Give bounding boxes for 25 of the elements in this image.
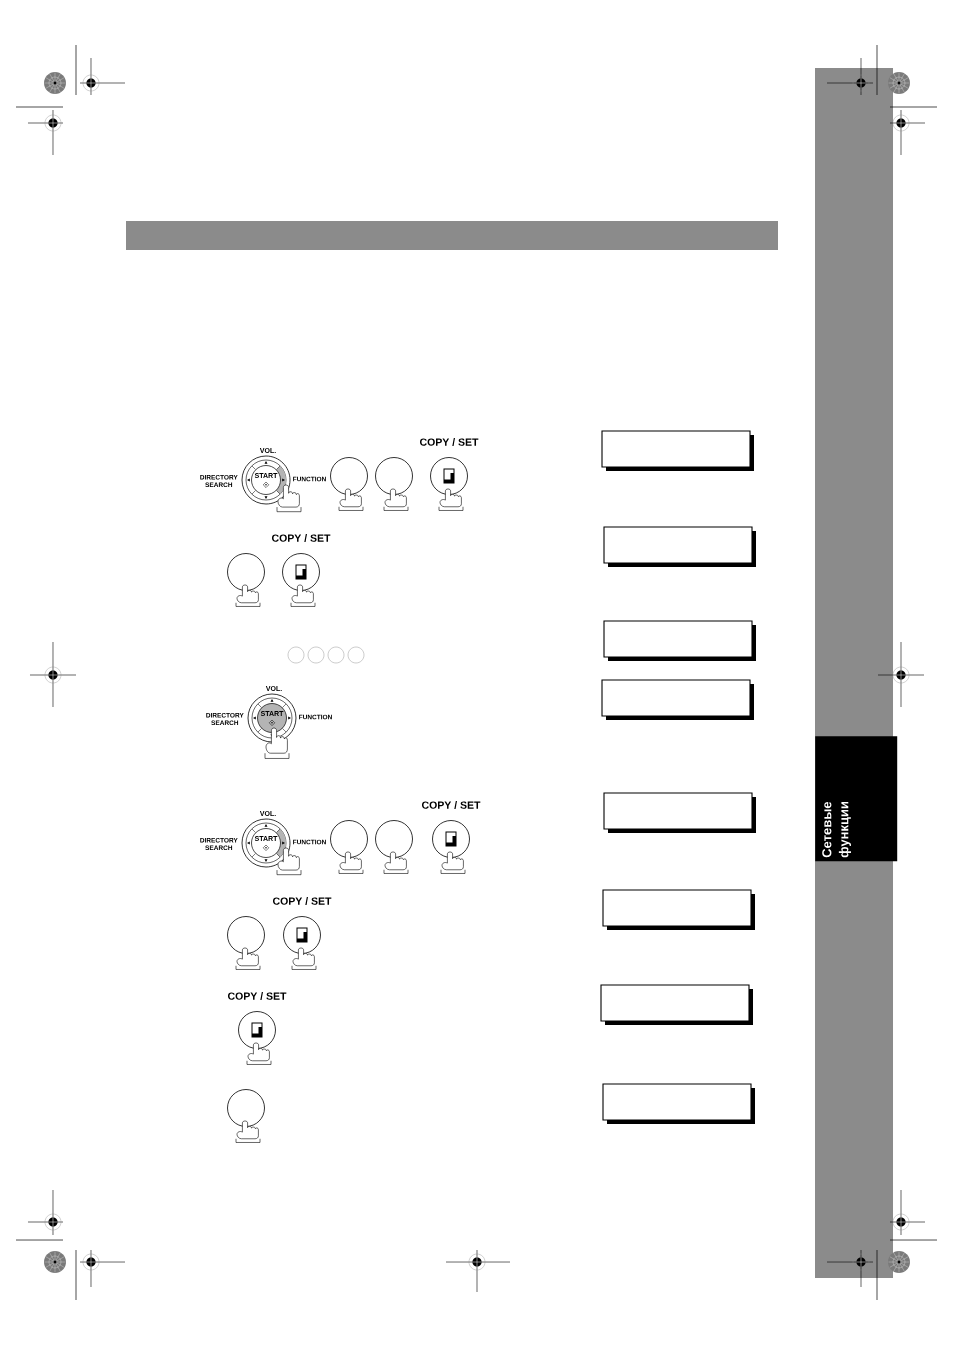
lcd-display: [602, 889, 755, 930]
key-label: COPY / SET: [271, 534, 331, 542]
round-button: [330, 457, 368, 495]
key-label: COPY / SET: [421, 801, 481, 809]
lcd-display: [601, 679, 754, 720]
round-button: [287, 646, 305, 664]
lcd-display: [602, 1083, 755, 1124]
lcd-display: [603, 526, 756, 567]
lcd-display: [603, 792, 756, 833]
round-button: [375, 820, 413, 858]
round-button: [307, 646, 325, 664]
lcd-display: [603, 620, 756, 661]
lcd-display: [601, 430, 754, 471]
section-tab: Сетевые функции: [815, 736, 898, 862]
round-button: [227, 1089, 265, 1127]
round-button: [375, 457, 413, 495]
round-button: [347, 646, 365, 664]
round-button: [227, 916, 265, 954]
key-label: COPY / SET: [227, 992, 287, 1000]
key-label: COPY / SET: [419, 438, 479, 446]
round-button: [227, 553, 265, 591]
lcd-display: [600, 984, 753, 1025]
round-button: [327, 646, 345, 664]
key-label: COPY / SET: [272, 897, 332, 905]
round-button: [330, 820, 368, 858]
